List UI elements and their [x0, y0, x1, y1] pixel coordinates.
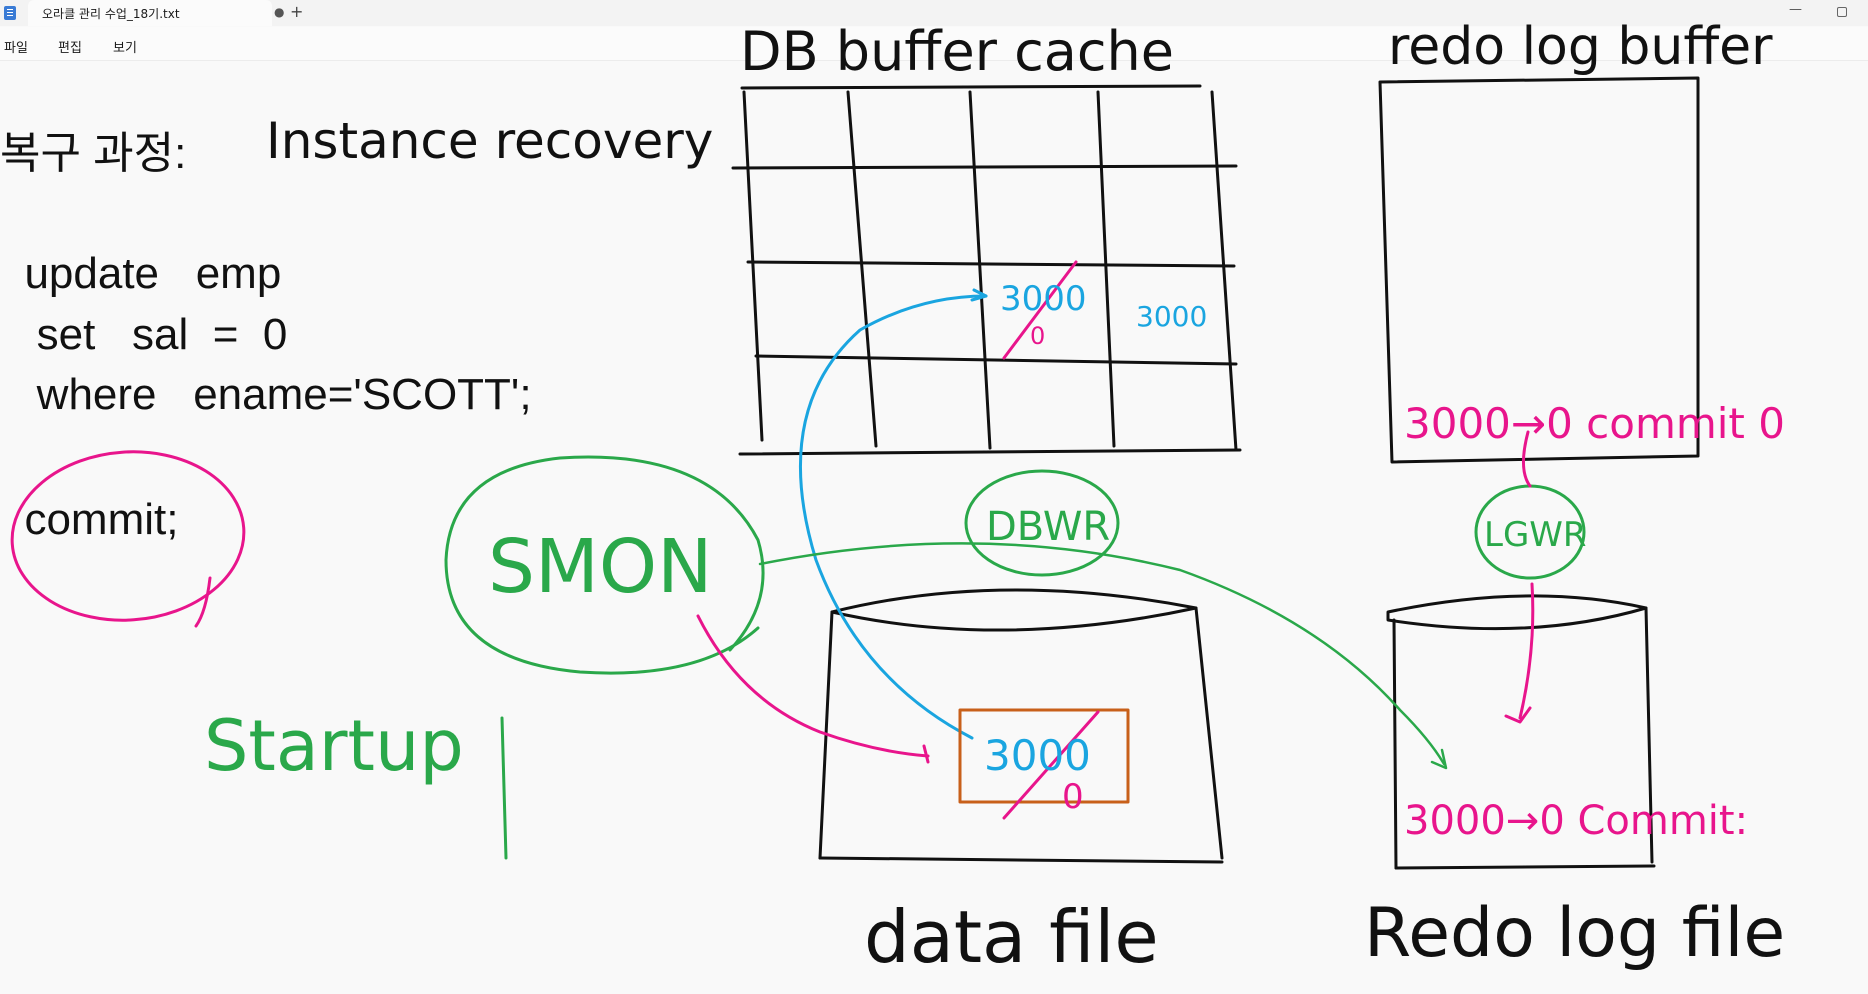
tab-title: 오라클 관리 수업_18기.txt: [42, 7, 180, 21]
text-line: update emp: [0, 249, 282, 298]
buffer-old-value: 3000: [1000, 279, 1087, 319]
menu-bar: 파일 편집 보기: [0, 27, 1868, 61]
db-buffer-cache-grid: [731, 84, 1242, 456]
data-file-cylinder: [818, 588, 1224, 864]
datafile-old-value: 3000: [984, 731, 1091, 780]
buffer-new-value: 0: [1030, 322, 1045, 350]
label-redo-log-file: Redo log file: [1364, 894, 1785, 973]
maximize-button[interactable]: [1837, 7, 1847, 17]
lgwr-flow-arrow: [1518, 430, 1535, 720]
label-dbwr: DBWR: [986, 504, 1110, 550]
label-startup: Startup: [204, 705, 464, 787]
label-smon: SMON: [488, 524, 712, 610]
redo-log-file-cylinder: [1386, 594, 1656, 870]
text-line: where ename='SCOTT';: [0, 370, 532, 419]
tab-document[interactable]: 오라클 관리 수업_18기.txt ●: [28, 0, 284, 26]
menu-edit[interactable]: 편집: [58, 41, 82, 56]
label-instance-recovery: Instance recovery: [266, 112, 713, 170]
smon-to-datafile-arrow: [696, 614, 930, 758]
menu-view[interactable]: 보기: [113, 41, 137, 56]
minimize-button[interactable]: —: [1789, 2, 1802, 17]
label-redo-log-buffer: redo log buffer: [1388, 17, 1773, 77]
datafile-new-value: 0: [1062, 777, 1084, 817]
text-line: 복구 과정:: [0, 129, 187, 178]
title-bar: 오라클 관리 수업_18기.txt ● + —: [0, 0, 1868, 26]
menu-file[interactable]: 파일: [4, 41, 28, 56]
text-line: commit;: [0, 495, 179, 544]
label-data-file: data file: [864, 895, 1159, 979]
buffer-other-value: 3000: [1136, 300, 1207, 333]
smon-circle: [444, 455, 765, 675]
text-editor[interactable]: 복구 과정: update emp set sal = 0 where enam…: [0, 61, 1868, 994]
notepad-icon: [4, 6, 16, 20]
dbwr-circle: [964, 469, 1120, 577]
datafile-block-box: [958, 708, 1130, 804]
redo-buffer-entry: 3000→0 commit 0: [1404, 399, 1785, 448]
label-db-buffer-cache: DB buffer cache: [740, 20, 1174, 83]
unsaved-indicator-icon[interactable]: ●: [274, 5, 285, 19]
new-tab-button[interactable]: +: [290, 2, 304, 21]
smon-to-redofile-arrow: [758, 542, 1446, 766]
text-line: set sal = 0: [0, 310, 288, 359]
redo-log-buffer-box: [1378, 76, 1700, 464]
redo-file-entry: 3000→0 Commit:: [1404, 798, 1748, 844]
label-lgwr: LGWR: [1484, 515, 1587, 555]
commit-circle: [10, 450, 246, 622]
blue-read-arrow: [798, 294, 988, 740]
